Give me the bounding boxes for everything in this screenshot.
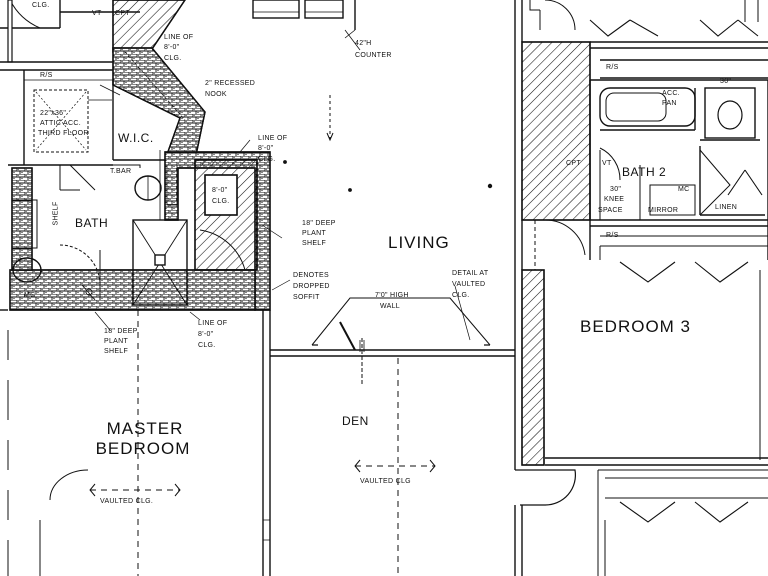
note-counter-height: 42"H xyxy=(355,40,372,47)
note-denotes-3: SOFFIT xyxy=(293,294,320,301)
note-wall-2: WALL xyxy=(380,303,401,310)
note-denotes-1: DENOTES xyxy=(293,272,329,279)
note-acc-2: PAN xyxy=(662,100,677,107)
note-line-of-c3: CLG. xyxy=(198,342,216,349)
note-line-of-a3: CLG. xyxy=(164,55,182,62)
room-master-1: MASTER xyxy=(106,419,184,438)
note-bath-shelf: SHELF xyxy=(52,201,60,226)
note-shelf-left-1: 18" DEEP xyxy=(104,328,138,335)
room-wic: W.I.C. xyxy=(118,131,154,145)
note-line-of-b2: 8'-0" xyxy=(258,145,274,152)
note-tbar: T.BAR xyxy=(110,168,132,175)
note-attic-1: 22"x36" xyxy=(40,110,67,117)
note-wall-1: 7'0" HIGH xyxy=(375,292,409,299)
note-cpt-top: CPT xyxy=(115,10,130,17)
note-shelf-right-3: SHELF xyxy=(302,240,327,247)
note-attic-3: THIRD FLOOR xyxy=(38,130,89,137)
note-vaulted-master: VAULTED CLG. xyxy=(100,498,154,505)
note-clg-mid-1: 8'-0" xyxy=(212,187,228,194)
room-bath2: BATH 2 xyxy=(622,165,667,179)
note-rs-bed3: R/S xyxy=(606,232,619,239)
note-detail-1: DETAIL AT xyxy=(452,270,489,277)
room-master-2: BEDROOM xyxy=(95,439,191,458)
note-denotes-2: DROPPED xyxy=(293,283,330,290)
note-line-of-b1: LINE OF xyxy=(258,135,288,142)
room-den: DEN xyxy=(342,414,369,428)
note-line-of-c1: LINE OF xyxy=(198,320,228,327)
note-recessed-2: NOOK xyxy=(205,91,227,98)
note-counter: COUNTER xyxy=(355,52,392,59)
note-vaulted-den: VAULTED CLG xyxy=(360,478,411,485)
note-size-30: 30" xyxy=(720,78,732,85)
note-rs-right: R/S xyxy=(606,64,619,71)
note-line-of-b3: CLG. xyxy=(258,156,276,163)
note-acc-1: ACC. xyxy=(662,90,680,97)
note-clg-mid-2: CLG. xyxy=(212,198,230,205)
note-knee-1: 30" xyxy=(610,186,622,193)
note-shelf-right-2: PLANT xyxy=(302,230,327,237)
note-linen: LINEN xyxy=(715,204,738,211)
note-vt-top: VT xyxy=(92,10,102,17)
note-clg-top: CLG. xyxy=(32,2,50,9)
note-shelf-right-1: 18" DEEP xyxy=(302,220,336,227)
note-mirror: MIRROR xyxy=(648,207,679,214)
note-attic-2: ATTIC ACC. xyxy=(40,120,81,127)
note-rs-left: R/S xyxy=(40,72,53,79)
note-knee-3: SPACE xyxy=(598,207,623,214)
note-mc-left: MC xyxy=(24,292,36,299)
note-detail-3: CLG. xyxy=(452,292,470,299)
room-bedroom3: BEDROOM 3 xyxy=(580,317,692,336)
note-recessed-1: 2" RECESSED xyxy=(205,80,256,87)
note-mc-right: MC xyxy=(678,186,690,193)
note-cpt-right: CPT xyxy=(566,160,581,167)
room-bath: BATH xyxy=(75,216,109,230)
note-shelf-left-3: SHELF xyxy=(104,348,129,355)
note-line-of-a2: 8'-0" xyxy=(164,44,180,51)
room-living: LIVING xyxy=(388,233,450,252)
note-line-of-c2: 8'-0" xyxy=(198,331,214,338)
note-knee-2: KNEE xyxy=(604,196,625,203)
note-line-of-a1: LINE OF xyxy=(164,34,194,41)
note-shelf-left-2: PLANT xyxy=(104,338,129,345)
note-detail-2: VAULTED xyxy=(452,281,486,288)
note-vt-right: VT xyxy=(602,160,612,167)
